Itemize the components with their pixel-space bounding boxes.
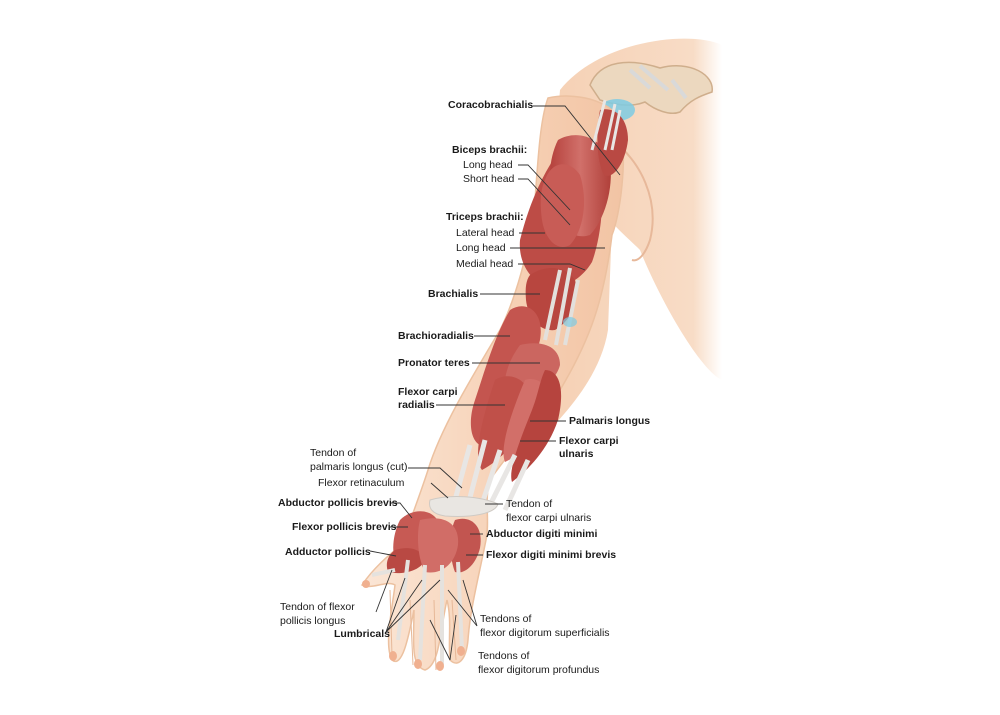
adductor-pollicis-muscle [386, 548, 425, 574]
label-coracobrachialis: Coracobrachialis [448, 99, 534, 111]
elbow-aponeurosis [543, 267, 580, 346]
label-tendon-fpl-line2: pollicis longus [280, 615, 346, 627]
leader-lines [369, 105, 621, 661]
flexor-retinaculum-band [429, 496, 499, 517]
label-abductor-digiti-minimi: Abductor digiti minimi [486, 528, 598, 540]
label-tendon-fcu-line2: flexor carpi ulnaris [506, 512, 592, 524]
leader-lumbricals [385, 577, 441, 633]
label-triceps-long-head: Long head [456, 242, 506, 254]
shoulder-ligaments [628, 64, 688, 100]
leader-coracobrachialis [533, 105, 621, 176]
label-flexor-carpi-ulnaris-line1: Flexor carpi [559, 435, 619, 447]
label-flexor-digiti-minimi-brevis: Flexor digiti minimi brevis [486, 549, 617, 561]
label-triceps-medial-head: Medial head [456, 258, 514, 270]
leader-tendons-fdp [429, 614, 457, 661]
label-tendons-fds-line2: flexor digitorum superficialis [480, 627, 610, 639]
hypothenar-muscles [450, 518, 481, 573]
label-tendon-fpl-line1: Tendon of flexor [280, 601, 355, 613]
label-pronator-teres: Pronator teres [398, 357, 470, 369]
label-triceps-lateral-head: Lateral head [456, 227, 515, 239]
label-flexor-carpi-radialis-line1: Flexor carpi [398, 386, 458, 398]
label-biceps-brachii: Biceps brachii: [452, 144, 528, 156]
leader-triceps-medial-head [518, 263, 586, 271]
label-biceps-short-head: Short head [463, 173, 515, 185]
label-palmaris-longus: Palmaris longus [569, 415, 651, 427]
leader-tendon-fpl [375, 569, 393, 613]
leader-flexor-retinaculum [430, 482, 449, 499]
leader-biceps-long-head [518, 164, 571, 211]
brachialis-muscle [525, 268, 577, 331]
label-tendon-fcu-line1: Tendon of [506, 498, 553, 510]
label-biceps-long-head: Long head [463, 159, 513, 171]
label-flexor-carpi-radialis-line2: radialis [398, 399, 435, 411]
label-brachialis: Brachialis [428, 288, 479, 300]
label-tendons-fdp-line2: flexor digitorum profundus [478, 664, 600, 676]
elbow-cartilage [563, 317, 577, 327]
leader-adductor-pollicis [369, 550, 397, 557]
leader-biceps-short-head [518, 178, 571, 226]
fingernail-tips [362, 580, 465, 671]
flexor-carpi-ulnaris-muscle [511, 370, 562, 482]
label-tendon-palmaris-line2: palmaris longus (cut) [310, 461, 408, 473]
label-triceps-brachii: Triceps brachii: [446, 211, 524, 223]
label-tendon-palmaris-line1: Tendon of [310, 447, 357, 459]
finger-tendons [371, 559, 464, 665]
label-flexor-pollicis-brevis: Flexor pollicis brevis [292, 521, 397, 533]
biceps-short-head [540, 164, 585, 248]
label-tendons-fds-line1: Tendons of [480, 613, 532, 625]
shoulder-contour [611, 139, 654, 262]
forearm-tendons [452, 439, 531, 512]
label-tendons-fdp-line1: Tendons of [478, 650, 530, 662]
label-adductor-pollicis: Adductor pollicis [285, 546, 371, 558]
label-flexor-carpi-ulnaris-line2: ulnaris [559, 448, 594, 460]
leader-tendons-fds [447, 579, 478, 627]
leader-tendon-palmaris [408, 467, 463, 489]
leader-abductor-pollicis-brevis [390, 502, 413, 519]
biceps-tendons [590, 99, 622, 151]
label-abductor-pollicis-brevis: Abductor pollicis brevis [278, 497, 398, 509]
label-brachioradialis: Brachioradialis [398, 330, 474, 342]
label-lumbricals: Lumbricals [334, 628, 391, 640]
palm-muscles [417, 518, 459, 573]
label-flexor-retinaculum: Flexor retinaculum [318, 477, 405, 489]
